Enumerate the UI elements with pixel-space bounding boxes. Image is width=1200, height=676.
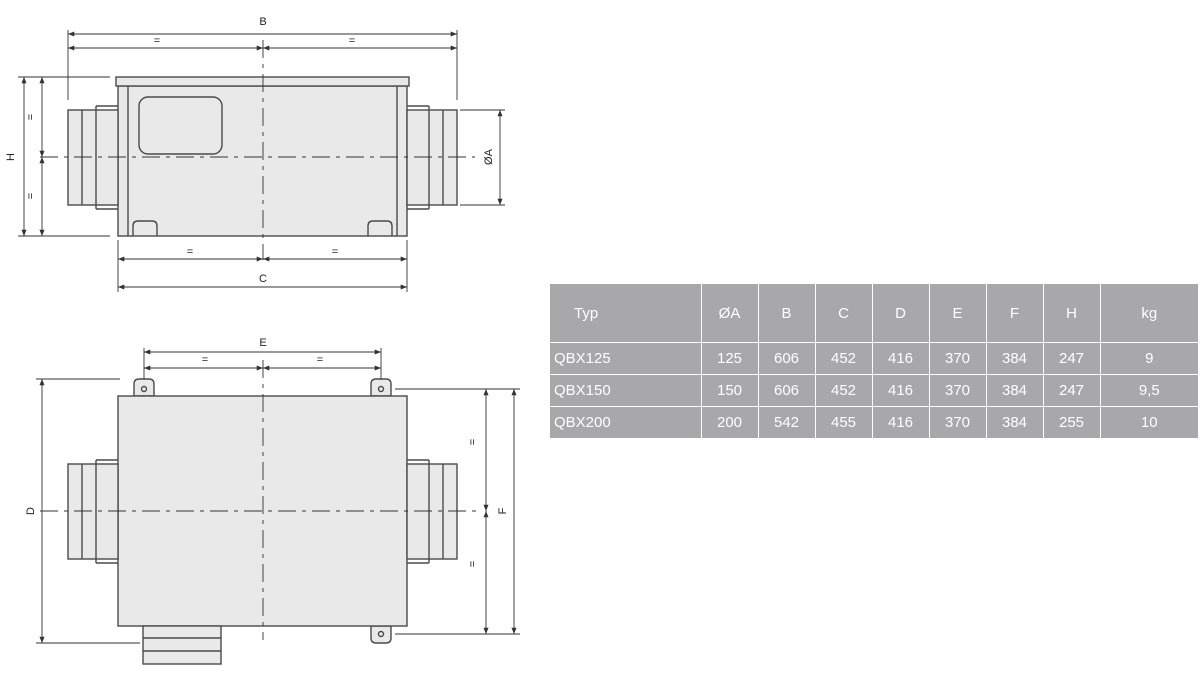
duct-spigot-left (67, 109, 119, 206)
table-row: QBX150 150 606 452 416 370 384 247 9,5 (550, 374, 1198, 407)
duct-spigot-right (406, 109, 458, 206)
dim-b-label: B (259, 16, 266, 28)
dim-oa-label: ØA (483, 148, 495, 165)
dim-h-label: H (5, 153, 17, 161)
cell-b: 606 (758, 374, 816, 407)
dim-equal-label: = (25, 114, 37, 120)
cell-typ: QBX150 (550, 374, 702, 407)
foot-right (367, 220, 393, 236)
table-header-row: Typ ØA B C D E F H kg (550, 284, 1198, 343)
cell-oa: 150 (701, 374, 759, 407)
header-oa: ØA (701, 284, 759, 343)
dim-e-label: E (259, 337, 266, 349)
cell-c: 455 (815, 406, 873, 438)
header-typ: Typ (550, 284, 702, 343)
dim-d-label: D (25, 507, 37, 515)
cell-oa: 125 (701, 342, 759, 375)
cell-c: 452 (815, 374, 873, 407)
dim-c-label: C (259, 273, 267, 285)
cell-e: 370 (929, 406, 987, 438)
cell-typ: QBX200 (550, 406, 702, 438)
header-c: C (815, 284, 873, 343)
bottom-view: E = = D = = F (25, 337, 520, 665)
cell-d: 416 (872, 374, 930, 407)
mounting-bracket-bottom-right (370, 625, 392, 644)
cell-c: 452 (815, 342, 873, 375)
dim-equal-label: = (467, 439, 479, 445)
housing-front (117, 85, 408, 237)
dimensions-table: Typ ØA B C D E F H kg QBX125 125 606 452… (550, 284, 1198, 438)
cell-d: 416 (872, 342, 930, 375)
cell-h: 247 (1043, 342, 1101, 375)
mounting-bracket-top-right (370, 378, 392, 397)
cell-h: 255 (1043, 406, 1101, 438)
dim-equal-label: = (332, 246, 338, 258)
cell-b: 606 (758, 342, 816, 375)
cell-b: 542 (758, 406, 816, 438)
header-e: E (929, 284, 987, 343)
mounting-bracket-top-left (133, 378, 155, 397)
duct-spigot-left-plan (67, 463, 119, 560)
dim-equal-label: = (25, 193, 37, 199)
header-kg: kg (1100, 284, 1198, 343)
cell-kg: 9,5 (1100, 374, 1198, 407)
housing-lid (115, 76, 410, 87)
dim-f-label: F (497, 507, 509, 514)
dim-equal-label: = (317, 354, 323, 366)
cell-typ: QBX125 (550, 342, 702, 375)
cell-h: 247 (1043, 374, 1101, 407)
cell-f: 384 (986, 342, 1044, 375)
table-row: QBX125 125 606 452 416 370 384 247 9 (550, 342, 1198, 375)
cell-e: 370 (929, 374, 987, 407)
top-view: B = = H = = ØA = = C (5, 16, 505, 292)
dim-equal-label: = (349, 35, 355, 47)
bottom-outlet (142, 625, 222, 665)
cell-f: 384 (986, 374, 1044, 407)
header-b: B (758, 284, 816, 343)
cell-d: 416 (872, 406, 930, 438)
dim-equal-label: = (154, 35, 160, 47)
cell-oa: 200 (701, 406, 759, 438)
cell-f: 384 (986, 406, 1044, 438)
dim-equal-label: = (467, 561, 479, 567)
cell-e: 370 (929, 342, 987, 375)
service-panel (138, 96, 223, 155)
cell-kg: 10 (1100, 406, 1198, 438)
cell-kg: 9 (1100, 342, 1198, 375)
dim-equal-label: = (202, 354, 208, 366)
foot-left (132, 220, 158, 236)
dim-equal-label: = (187, 246, 193, 258)
duct-spigot-right-plan (406, 463, 458, 560)
header-f: F (986, 284, 1044, 343)
table-row: QBX200 200 542 455 416 370 384 255 10 (550, 406, 1198, 438)
header-d: D (872, 284, 930, 343)
header-h: H (1043, 284, 1101, 343)
